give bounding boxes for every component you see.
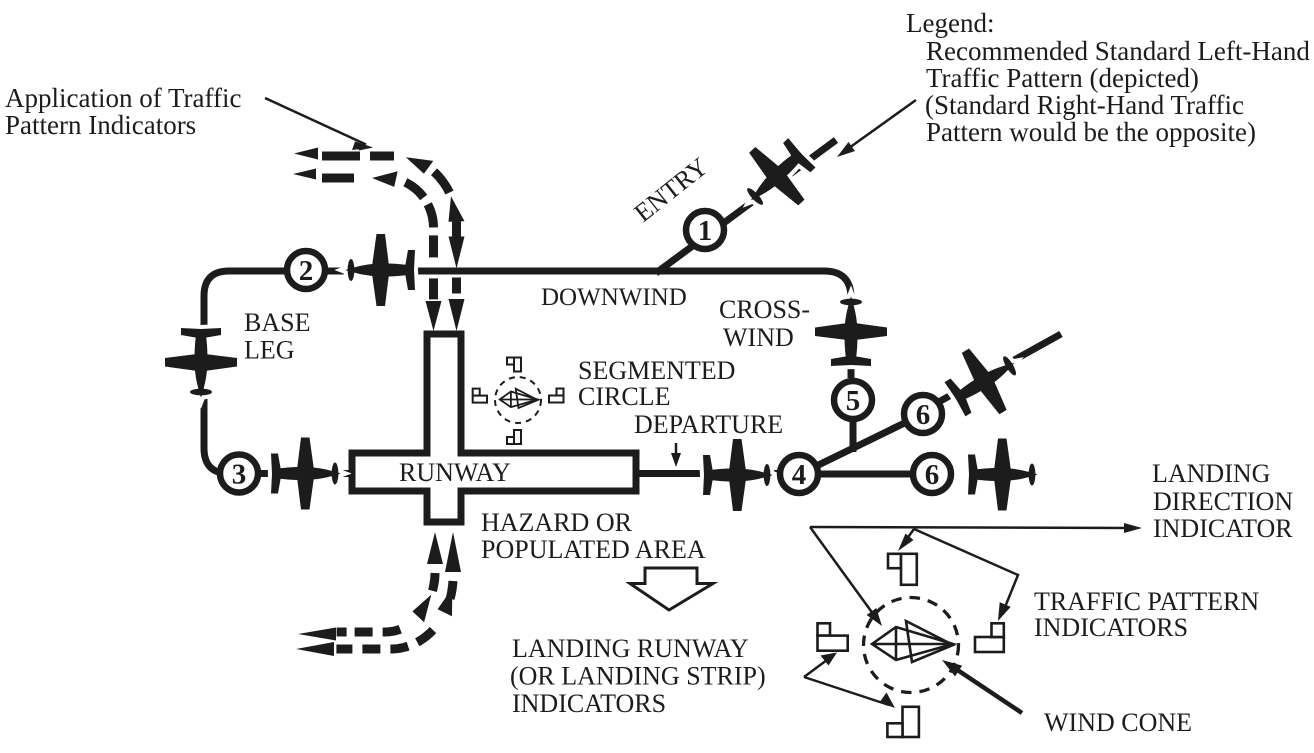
svg-text:INDICATORS: INDICATORS [512,689,666,718]
svg-text:CROSS-: CROSS- [719,295,810,324]
svg-text:POPULATED AREA: POPULATED AREA [481,535,706,564]
svg-text:HAZARD OR: HAZARD OR [481,508,633,537]
svg-text:Pattern would be the opposite): Pattern would be the opposite) [926,117,1256,147]
svg-text:LANDING RUNWAY: LANDING RUNWAY [512,634,749,663]
svg-text:INDICATOR: INDICATOR [1153,514,1293,543]
svg-text:WIND: WIND [723,323,794,352]
svg-text:DIRECTION: DIRECTION [1153,487,1293,516]
svg-text:CIRCLE: CIRCLE [578,382,670,411]
svg-text:BASE: BASE [244,308,310,337]
svg-text:LANDING: LANDING [1152,459,1270,488]
svg-text:DEPARTURE: DEPARTURE [634,410,783,439]
svg-text:2: 2 [299,255,314,287]
svg-text:SEGMENTED: SEGMENTED [578,356,735,385]
svg-text:Application of Traffic: Application of Traffic [5,83,241,113]
svg-text:3: 3 [232,459,247,491]
svg-text:1: 1 [698,215,713,247]
svg-text:Pattern Indicators: Pattern Indicators [5,110,196,140]
svg-text:INDICATORS: INDICATORS [1034,613,1188,642]
svg-text:Legend:: Legend: [906,8,994,38]
svg-text:6: 6 [916,399,931,431]
svg-text:TRAFFIC PATTERN: TRAFFIC PATTERN [1034,587,1259,616]
svg-text:RUNWAY: RUNWAY [399,458,511,487]
svg-text:4: 4 [792,459,807,491]
svg-text:Traffic Pattern (depicted): Traffic Pattern (depicted) [926,63,1199,93]
svg-text:6: 6 [925,459,940,491]
svg-text:(Standard Right-Hand Traffic: (Standard Right-Hand Traffic [925,90,1244,120]
svg-text:(OR LANDING STRIP): (OR LANDING STRIP) [510,662,766,691]
svg-text:DOWNWIND: DOWNWIND [541,284,687,311]
svg-text:5: 5 [846,385,861,417]
svg-text:WIND CONE: WIND CONE [1044,708,1192,737]
svg-text:LEG: LEG [244,336,295,365]
svg-text:Recommended Standard Left-Hand: Recommended Standard Left-Hand [926,36,1310,66]
